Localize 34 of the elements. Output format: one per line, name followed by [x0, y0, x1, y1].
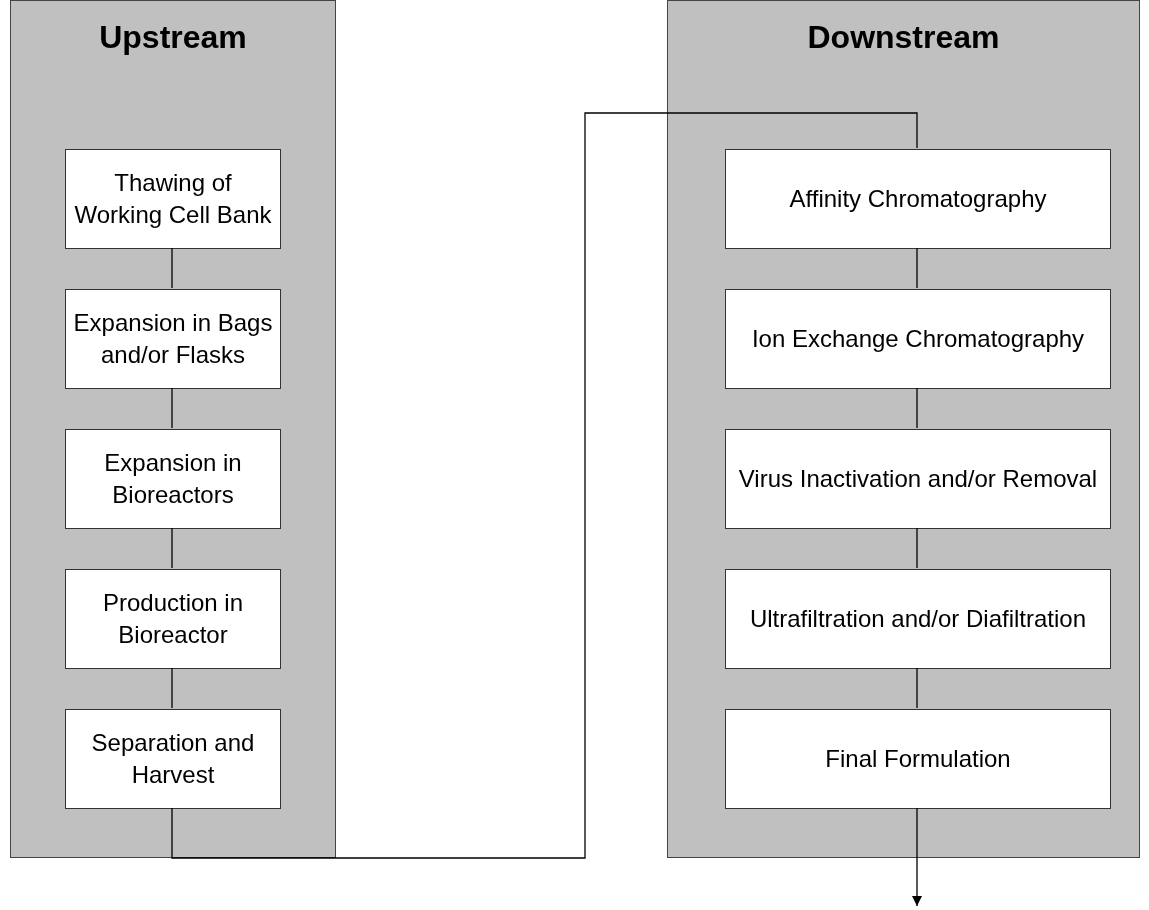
step-label: Ion Exchange Chromatography: [750, 324, 1086, 354]
process-box: [725, 429, 1111, 529]
process-box: [65, 149, 281, 249]
process-box: [725, 709, 1111, 809]
connector-line: [916, 247, 918, 289]
connector-line: [912, 807, 922, 907]
step-label: Separation and Harvest: [90, 728, 256, 790]
process-box: [725, 289, 1111, 389]
connector-line: [916, 667, 918, 709]
connector-line: [171, 667, 173, 709]
stage-panel: [667, 0, 1140, 858]
step-label: Production in Bioreactor: [101, 588, 245, 650]
step-label: Affinity Chromatography: [788, 184, 1048, 214]
connector-line: [916, 387, 918, 429]
step-label: Thawing of Working Cell Bank: [73, 168, 273, 230]
connector-line: [171, 112, 918, 859]
step-label: Expansion in Bags and/or Flasks: [72, 308, 274, 370]
panel-title: Upstream: [98, 19, 248, 56]
panel-title: Downstream: [806, 19, 1001, 56]
process-box: [65, 709, 281, 809]
stage-panel: [10, 0, 336, 858]
step-label: Virus Inactivation and/or Removal: [737, 464, 1099, 494]
connector-line: [171, 247, 173, 289]
process-box: [65, 429, 281, 529]
step-label: Final Formulation: [824, 744, 1012, 774]
process-box: [725, 569, 1111, 669]
process-box: [725, 149, 1111, 249]
process-box: [65, 569, 281, 669]
connector-line: [916, 527, 918, 569]
connector-line: [171, 387, 173, 429]
connector-line: [171, 527, 173, 569]
step-label: Ultrafiltration and/or Diafiltration: [748, 604, 1088, 634]
step-label: Expansion in Bioreactors: [103, 448, 243, 510]
process-box: [65, 289, 281, 389]
